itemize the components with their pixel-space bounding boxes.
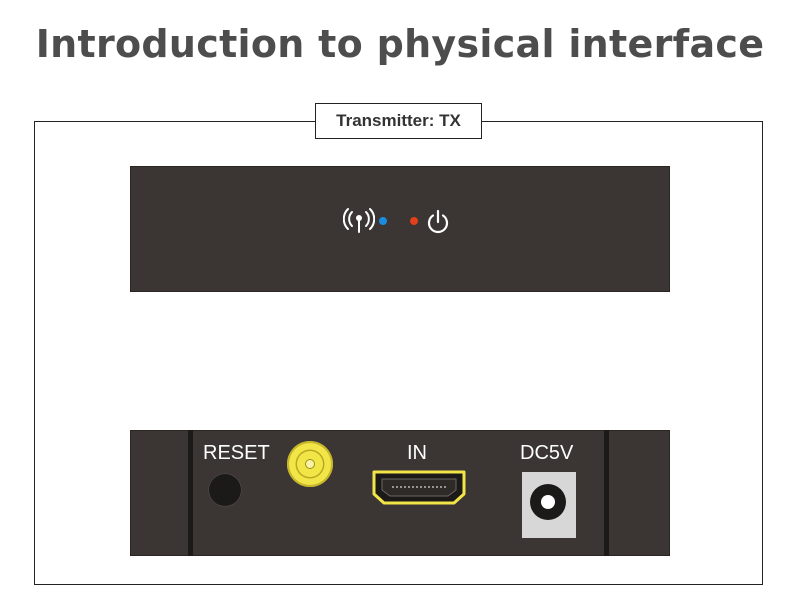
power-led <box>410 217 418 225</box>
hdmi-in-label: IN <box>407 442 427 464</box>
hdmi-port-icon <box>372 470 466 505</box>
reset-label: RESET <box>203 442 270 464</box>
signal-led <box>379 217 387 225</box>
dc5v-label: DC5V <box>520 442 574 464</box>
power-icon <box>427 209 449 234</box>
wifi-signal-icon <box>343 208 375 233</box>
transmitter-front-panel <box>130 166 670 292</box>
page-title: Introduction to physical interface <box>35 22 765 66</box>
reset-button <box>208 473 242 507</box>
antenna-connector-pin <box>306 460 314 468</box>
rear-panel-left-bracket <box>188 430 193 556</box>
rear-panel-right-bracket <box>604 430 609 556</box>
dc-power-jack-pin <box>541 495 555 509</box>
transmitter-label: Transmitter: TX <box>315 103 482 139</box>
